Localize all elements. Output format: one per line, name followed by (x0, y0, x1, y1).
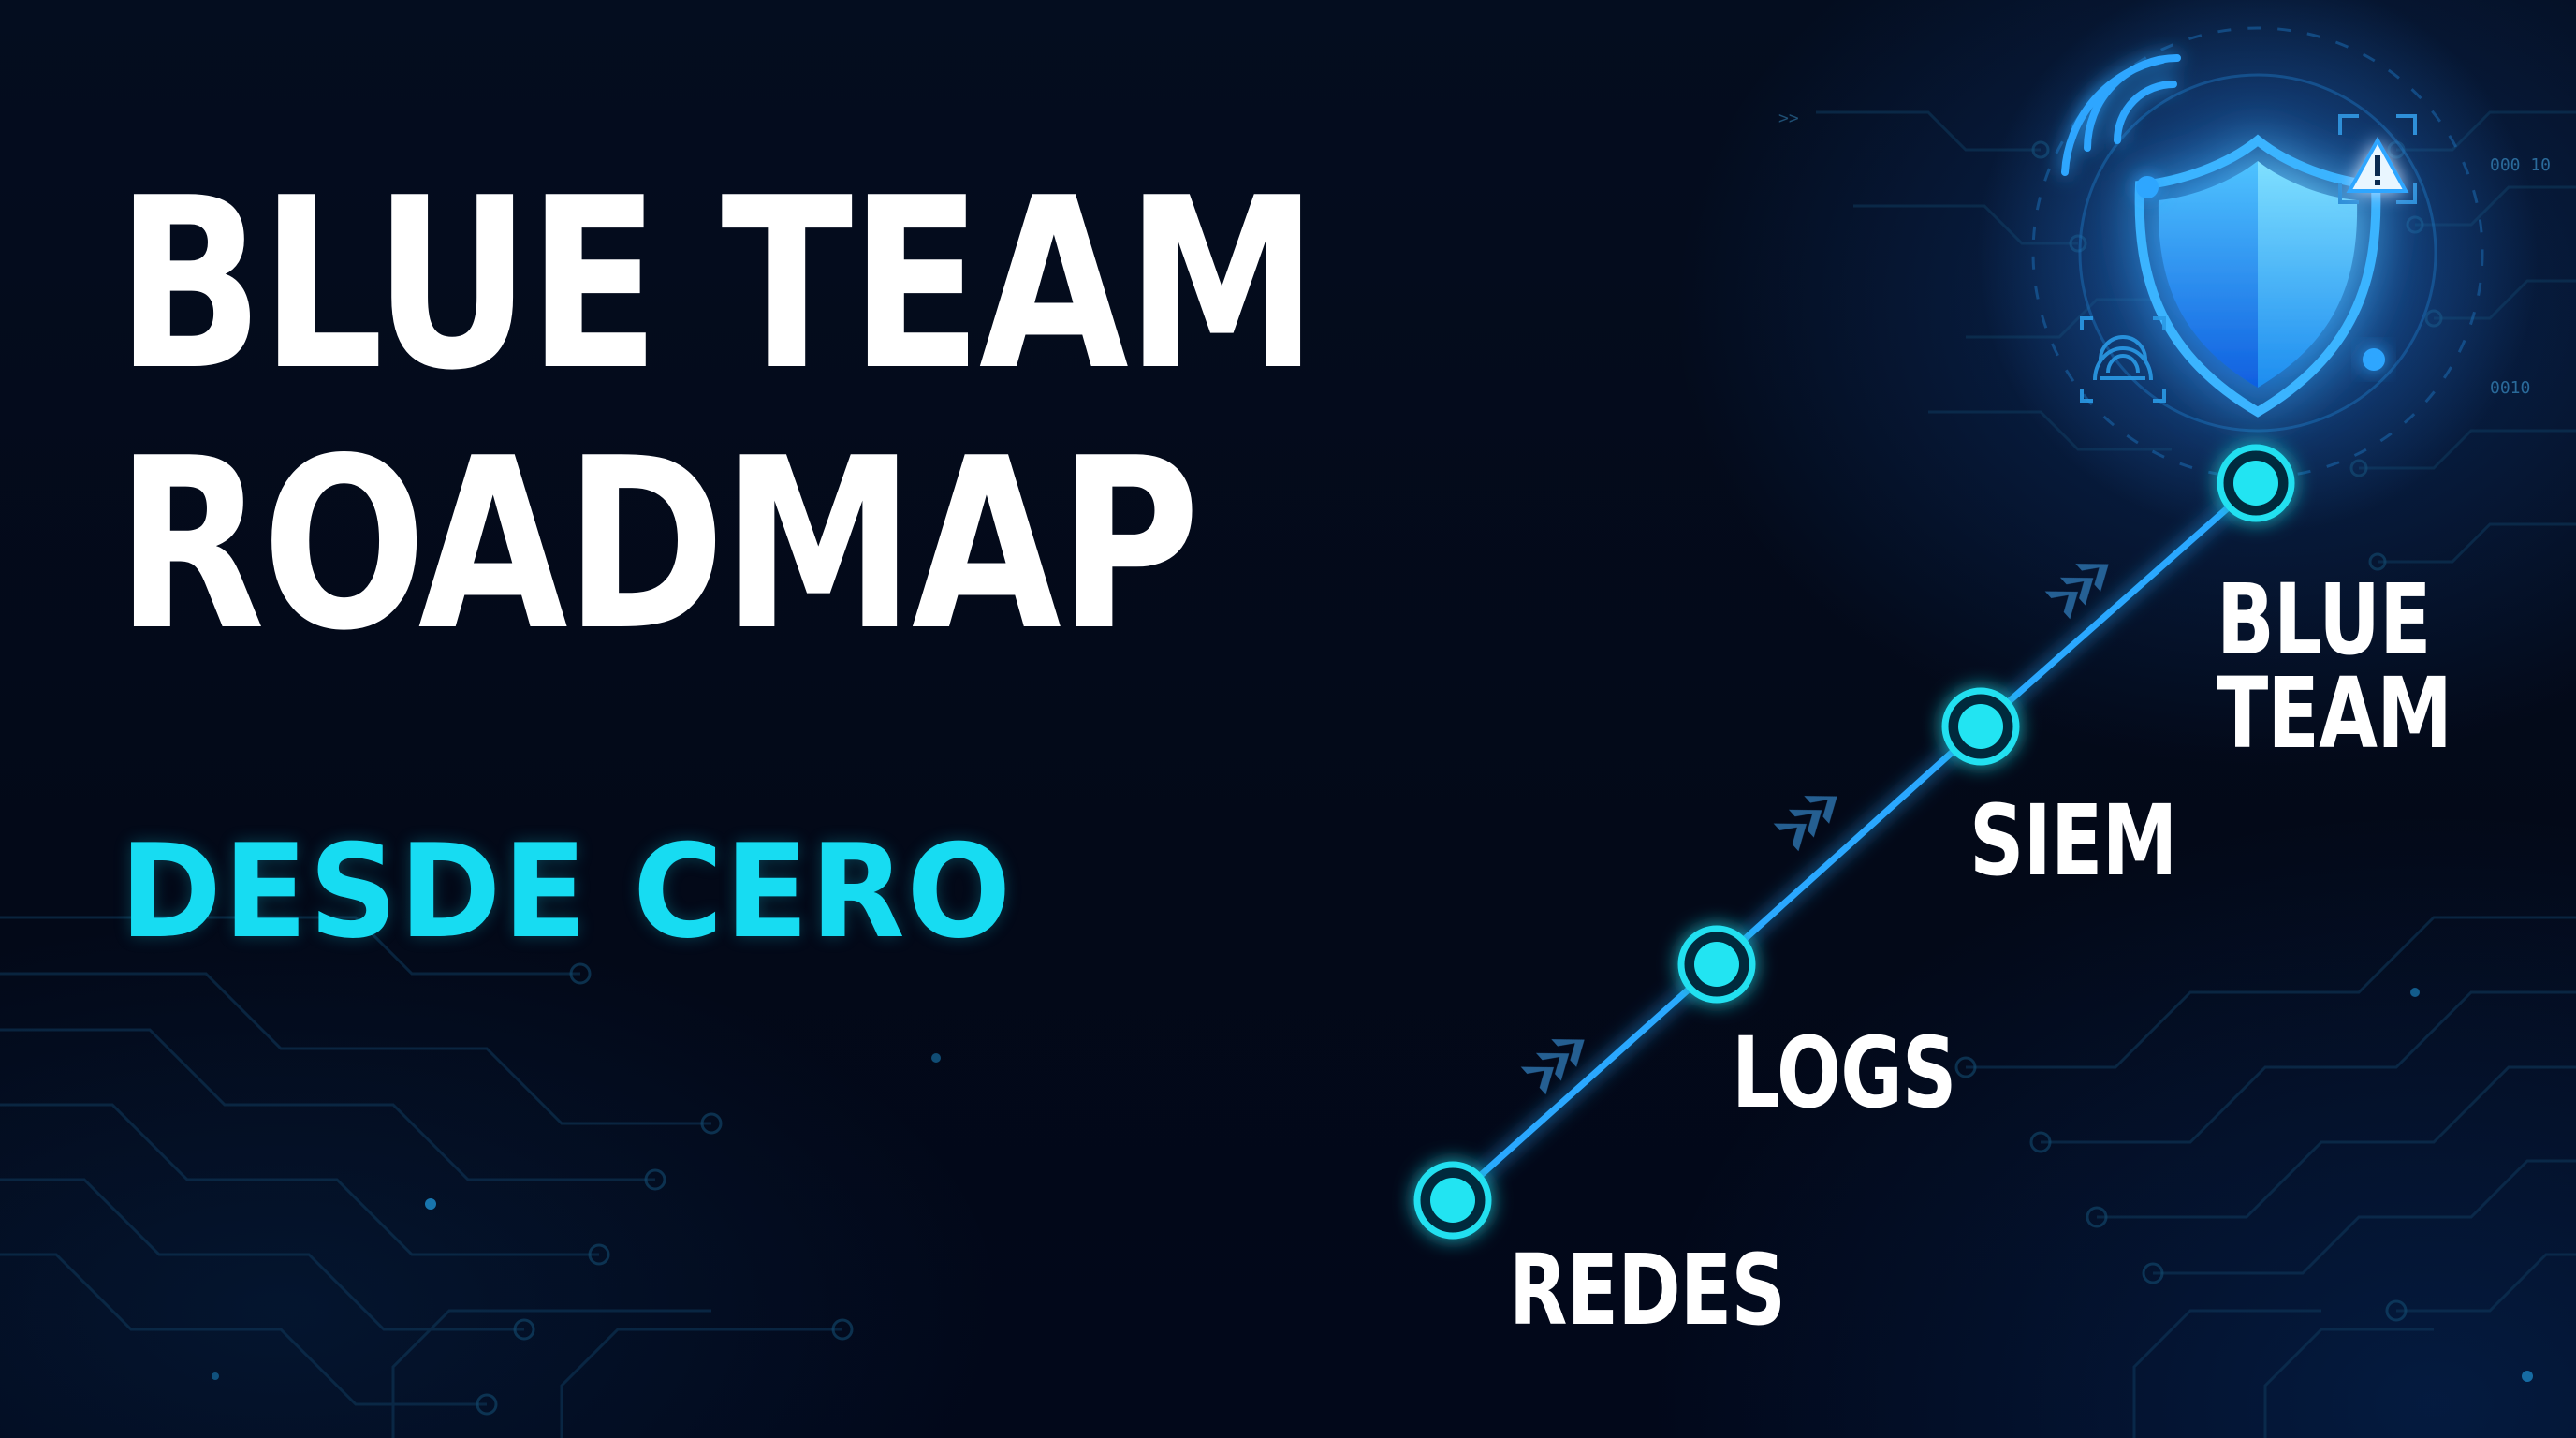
warning-triangle-icon (2338, 114, 2417, 204)
roadmap-path (1450, 480, 2259, 1203)
decor-code-1: 0010 (2490, 378, 2530, 398)
page-title: BLUE TEAM ROADMAP (116, 148, 1520, 682)
roadmap-node-siem (1941, 687, 2020, 766)
fingerprint-icon (2080, 316, 2166, 403)
decor-code-3: >> (1778, 109, 1799, 128)
step-label-blue-team-line-2: TEAM (2217, 656, 2452, 770)
title-line-1: BLUE TEAM (116, 148, 1318, 422)
wifi-signal-icon (2061, 54, 2181, 198)
shield-radar-rings (2031, 26, 2484, 479)
subtitle: DESDE CERO (120, 816, 1013, 967)
step-label-redes: REDES (1509, 1233, 1786, 1347)
roadmap-node-redes (1413, 1161, 1492, 1240)
chevron-arrows-icon (1520, 564, 2109, 1095)
roadmap-node-logs (1677, 925, 1756, 1004)
title-line-2: ROADMAP (116, 408, 1200, 682)
step-label-blue-team-line-1: BLUE (2217, 563, 2432, 677)
roadmap-node-blue-team (2217, 444, 2295, 522)
decor-code-2: 000 10 (2490, 155, 2551, 175)
step-label-blue-team: BLUE TEAM (2217, 563, 2452, 770)
step-label-logs: LOGS (1732, 1016, 1956, 1130)
accent-dot (2363, 348, 2385, 371)
step-label-siem: SIEM (1969, 784, 2177, 898)
